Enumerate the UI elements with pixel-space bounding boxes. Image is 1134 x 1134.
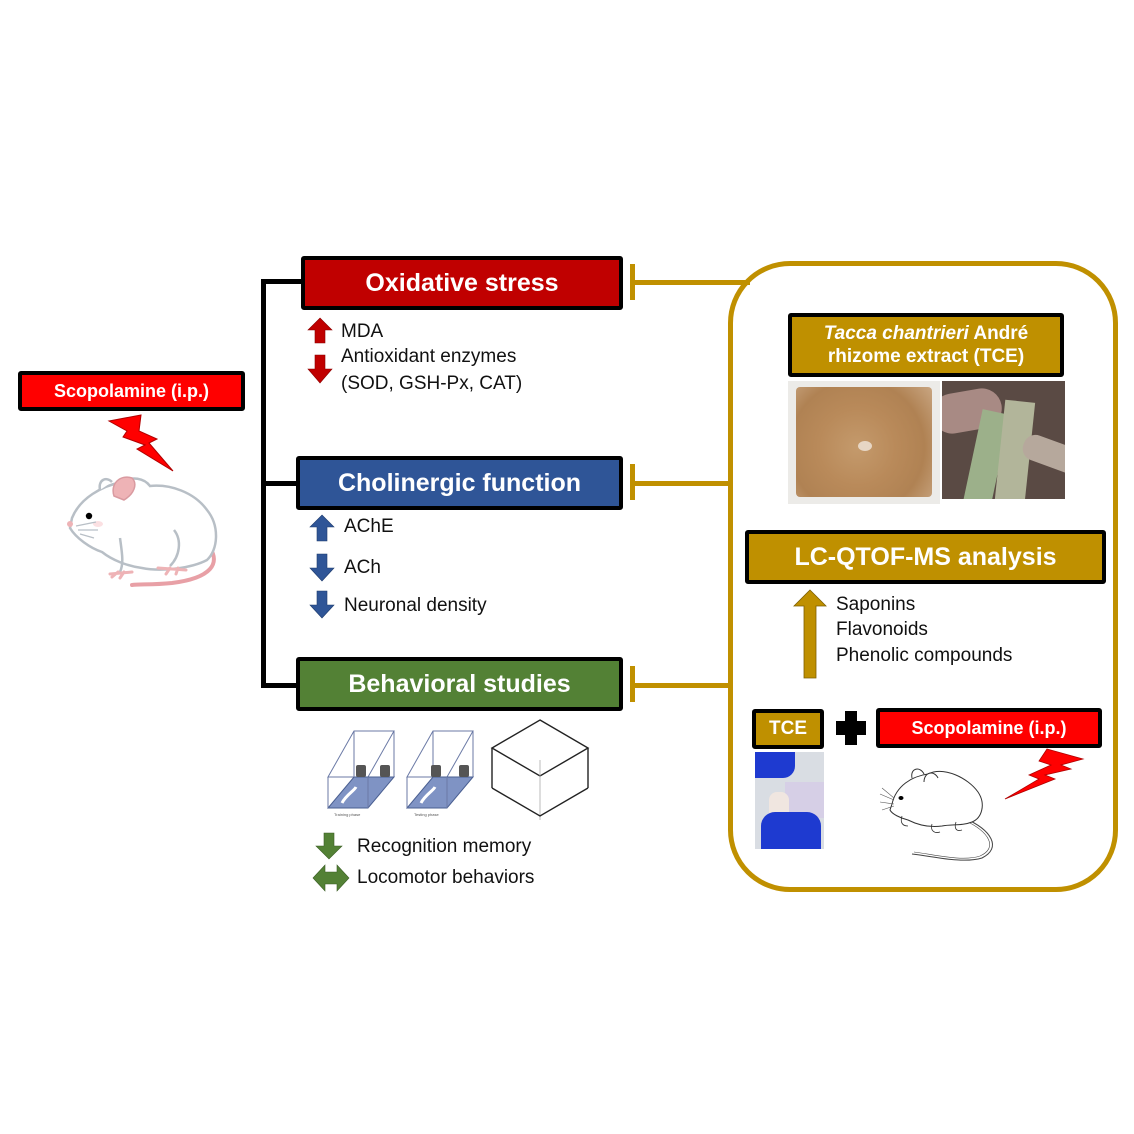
caption-testing-phase: Testing phase — [414, 812, 439, 817]
oxidative-stress-title: Oxidative stress — [365, 268, 559, 297]
caption-training-phase: Training phase — [334, 812, 361, 817]
inhibit-line-behavioral — [630, 683, 730, 688]
oxidative-item-enzymes: (SOD, GSH-Px, CAT) — [341, 373, 523, 394]
cholinergic-function-title: Cholinergic function — [337, 468, 582, 497]
mouse-illustration-left — [67, 476, 218, 587]
arrow-up-icon-ache — [309, 514, 335, 542]
rat-illustration-right — [879, 768, 993, 861]
species-name: Tacca chantrieri — [823, 322, 969, 344]
behavioral-studies-title: Behavioral studies — [348, 669, 571, 698]
lightning-bolt-icon-left — [107, 414, 174, 472]
arrow-up-icon-mda — [307, 317, 333, 344]
tce-panel-frame — [728, 261, 1118, 892]
tce-extract-title-line1: Tacca chantrieri André — [824, 322, 1029, 345]
behavioral-item-locomotor: Locomotor behaviors — [357, 867, 535, 888]
novel-object-cage-testing — [405, 730, 475, 809]
compound-saponins: Saponins — [836, 594, 916, 615]
oral-gavage-photo — [755, 752, 824, 849]
arrow-down-icon-ach — [309, 553, 335, 582]
cholinergic-function-box: Cholinergic function — [296, 456, 623, 510]
arrow-up-icon-compounds — [793, 589, 827, 679]
tce-powder-photo — [788, 381, 940, 504]
arrow-down-icon-neuronal-density — [309, 590, 335, 619]
bracket-connector-behavioral — [261, 683, 299, 688]
cholinergic-item-ach: ACh — [344, 557, 381, 578]
tce-label-box: TCE — [752, 709, 824, 749]
arrow-down-icon-recognition — [315, 832, 343, 860]
compound-phenolics: Phenolic compounds — [836, 645, 1013, 666]
bracket-connector-oxidative — [261, 279, 303, 284]
author-name: André — [968, 322, 1029, 344]
open-field-box — [490, 719, 590, 820]
novel-object-cage-training — [326, 730, 396, 809]
scopolamine-label-right: Scopolamine (i.p.) — [876, 708, 1102, 748]
lc-qtof-ms-title: LC-QTOF-MS analysis — [794, 542, 1057, 571]
lightning-bolt-icon-right — [1004, 748, 1085, 800]
arrow-left-right-icon-locomotor — [312, 864, 350, 892]
plus-icon — [836, 711, 866, 745]
inhibit-line-cholinergic — [630, 481, 730, 486]
scopolamine-right-text: Scopolamine (i.p.) — [911, 717, 1067, 738]
scopolamine-label-left: Scopolamine (i.p.) — [18, 371, 245, 411]
scopolamine-text: Scopolamine (i.p.) — [53, 380, 209, 401]
tacca-rhizome-photo — [942, 381, 1065, 499]
compound-flavonoids: Flavonoids — [836, 619, 928, 640]
tce-label: TCE — [769, 718, 807, 739]
tce-extract-title-line2: rhizome extract (TCE) — [827, 346, 1025, 367]
oxidative-item-mda: MDA — [341, 321, 384, 342]
cholinergic-item-neuronal-density: Neuronal density — [344, 595, 487, 616]
tce-extract-title-box: Tacca chantrieri André rhizome extract (… — [788, 313, 1064, 377]
oxidative-item-antioxidant: Antioxidant enzymes — [341, 346, 517, 367]
behavioral-studies-box: Behavioral studies — [296, 657, 623, 711]
inhibit-line-oxidative — [630, 280, 750, 285]
lc-qtof-ms-box: LC-QTOF-MS analysis — [745, 530, 1106, 584]
behavioral-item-recognition-memory: Recognition memory — [357, 836, 532, 857]
arrow-down-icon-antioxidant — [307, 354, 333, 384]
oxidative-stress-box: Oxidative stress — [301, 256, 623, 310]
cholinergic-item-ache: AChE — [344, 516, 394, 537]
bracket-connector-cholinergic — [261, 481, 299, 486]
